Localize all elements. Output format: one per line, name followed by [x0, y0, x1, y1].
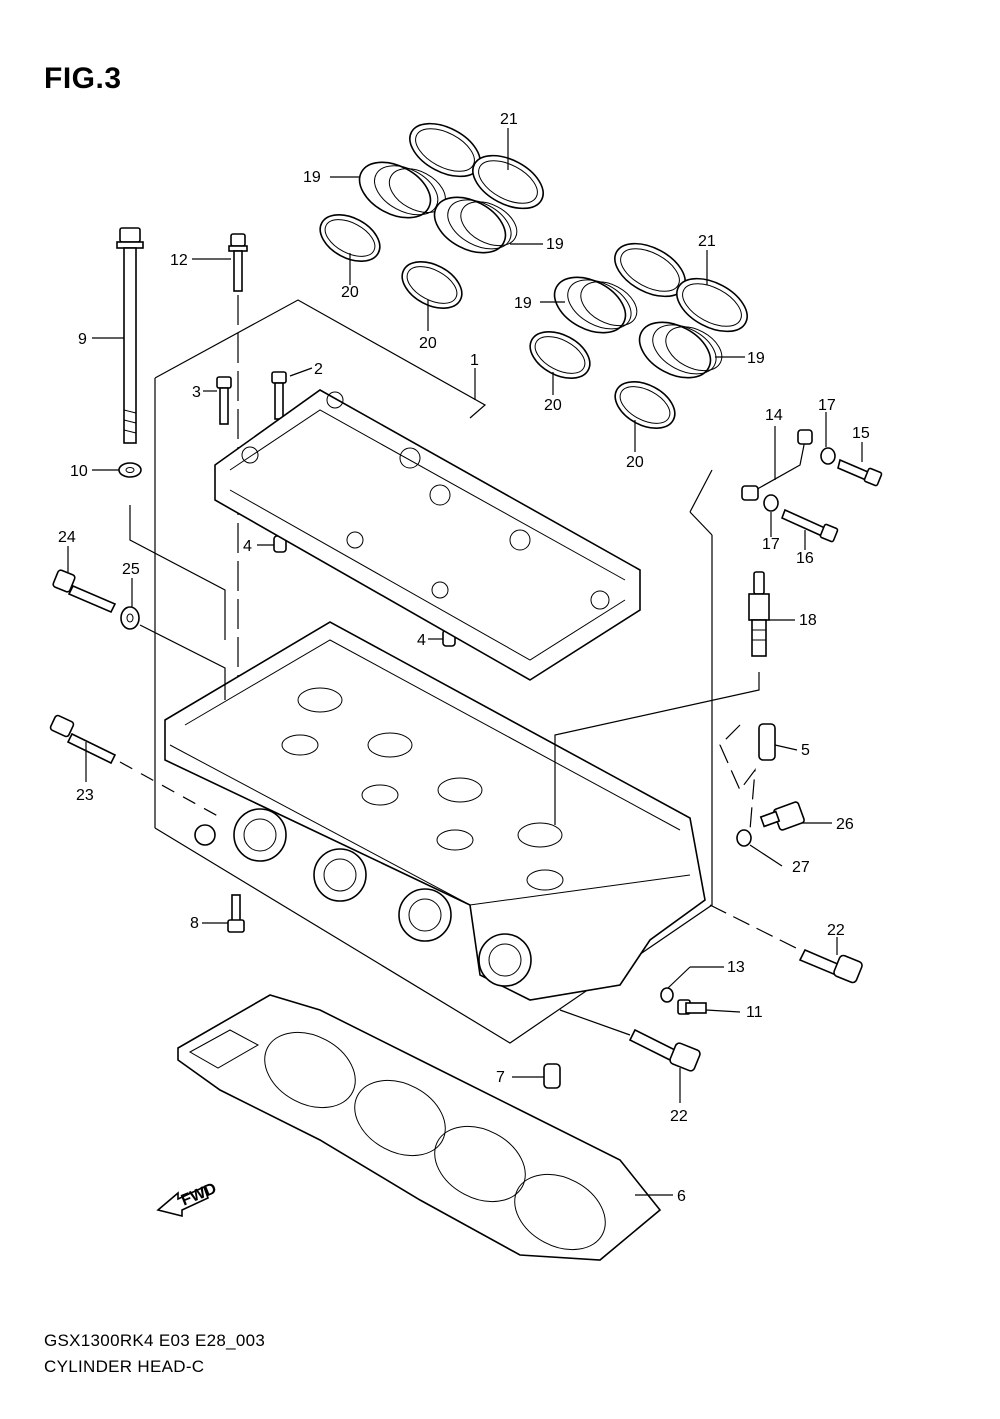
- washer-17-a: [820, 447, 836, 465]
- callout-11: 11: [746, 1004, 763, 1021]
- callout-20: 20: [341, 284, 359, 301]
- callout-17: 17: [818, 397, 836, 414]
- sensor-26: [759, 801, 805, 831]
- callout-18: 18: [799, 612, 817, 629]
- guide-5: [758, 723, 776, 761]
- fwd-arrow-icon: FWD: [156, 1180, 219, 1218]
- callout-22: 22: [670, 1108, 688, 1125]
- bolt-22-right: [798, 948, 863, 984]
- oil-pipe-14: [741, 429, 813, 501]
- bolt-12: [228, 233, 248, 292]
- callout-9: 9: [78, 331, 87, 348]
- callout-27: 27: [792, 859, 810, 876]
- callout-20: 20: [544, 397, 562, 414]
- callout-4: 4: [243, 538, 252, 555]
- clamp-20-lower-a: [529, 331, 591, 379]
- bolt-24: [52, 569, 117, 614]
- callout-20: 20: [419, 335, 437, 352]
- callout-25: 25: [122, 561, 140, 578]
- callout-19: 19: [747, 350, 765, 367]
- washer-10: [118, 462, 142, 478]
- callout-21: 21: [698, 233, 716, 250]
- section-name-label: CYLINDER HEAD-C: [44, 1357, 205, 1376]
- head-bolt-9: [116, 227, 144, 444]
- bolt-23: [49, 714, 117, 765]
- bolt-3: [216, 376, 232, 425]
- callout-14: 14: [765, 407, 783, 424]
- callout-5: 5: [801, 742, 810, 759]
- callout-8: 8: [190, 915, 199, 932]
- callout-10: 10: [70, 463, 88, 480]
- clamp-21-upper-b: [472, 154, 544, 210]
- head-gasket-6: [177, 994, 662, 1261]
- boot-19-upper-b: [433, 196, 518, 254]
- callout-1: 1: [470, 352, 479, 369]
- washer-25: [120, 606, 140, 630]
- callout-15: 15: [852, 425, 870, 442]
- clamp-21-lower-b: [676, 277, 748, 333]
- figure-title: FIG.3: [44, 62, 122, 95]
- callout-16: 16: [796, 550, 814, 567]
- callout-20: 20: [626, 454, 644, 471]
- fwd-label: FWD: [179, 1180, 219, 1209]
- bolt-8: [227, 894, 245, 933]
- callout-6: 6: [677, 1188, 686, 1205]
- callout-labels: 21 19 19 20 20 21 19 19 20 20 1 2 3 4 4 …: [58, 111, 870, 1205]
- bolt-15: [837, 458, 883, 487]
- callout-17: 17: [762, 536, 780, 553]
- bolt-22-bottom: [628, 1028, 701, 1072]
- bolt-2: [271, 371, 287, 420]
- leader-lines: [67, 128, 863, 1196]
- clamp-20-lower-b: [614, 381, 676, 429]
- callout-21: 21: [500, 111, 518, 128]
- cylinder-head: [164, 621, 706, 1001]
- bolt-11: [677, 999, 707, 1015]
- bolt-16: [780, 508, 839, 543]
- intake-boot-group-lower: [529, 242, 748, 429]
- washer-27: [736, 829, 752, 847]
- callout-23: 23: [76, 787, 94, 804]
- callout-4: 4: [417, 632, 426, 649]
- callout-24: 24: [58, 529, 76, 546]
- spark-plug-18: [748, 571, 770, 657]
- callout-3: 3: [192, 384, 201, 401]
- dowel-7: [543, 1063, 561, 1089]
- washer-13: [660, 987, 674, 1003]
- camshaft-holder: [214, 389, 641, 681]
- callout-26: 26: [836, 816, 854, 833]
- callout-13: 13: [727, 959, 745, 976]
- callout-19: 19: [514, 295, 532, 312]
- washer-17-b: [763, 494, 779, 512]
- callout-7: 7: [496, 1069, 505, 1086]
- clamp-20-upper-a: [319, 214, 381, 262]
- callout-19: 19: [303, 169, 321, 186]
- boot-19-lower-a: [553, 276, 638, 334]
- model-code-label: GSX1300RK4 E03 E28_003: [44, 1331, 266, 1350]
- boot-19-lower-b: [638, 321, 723, 379]
- callout-2: 2: [314, 361, 323, 378]
- intake-boot-group-upper: [319, 122, 544, 309]
- clamp-20-upper-b: [401, 261, 463, 309]
- callout-12: 12: [170, 252, 188, 269]
- callout-19: 19: [546, 236, 564, 253]
- callout-22: 22: [827, 922, 845, 939]
